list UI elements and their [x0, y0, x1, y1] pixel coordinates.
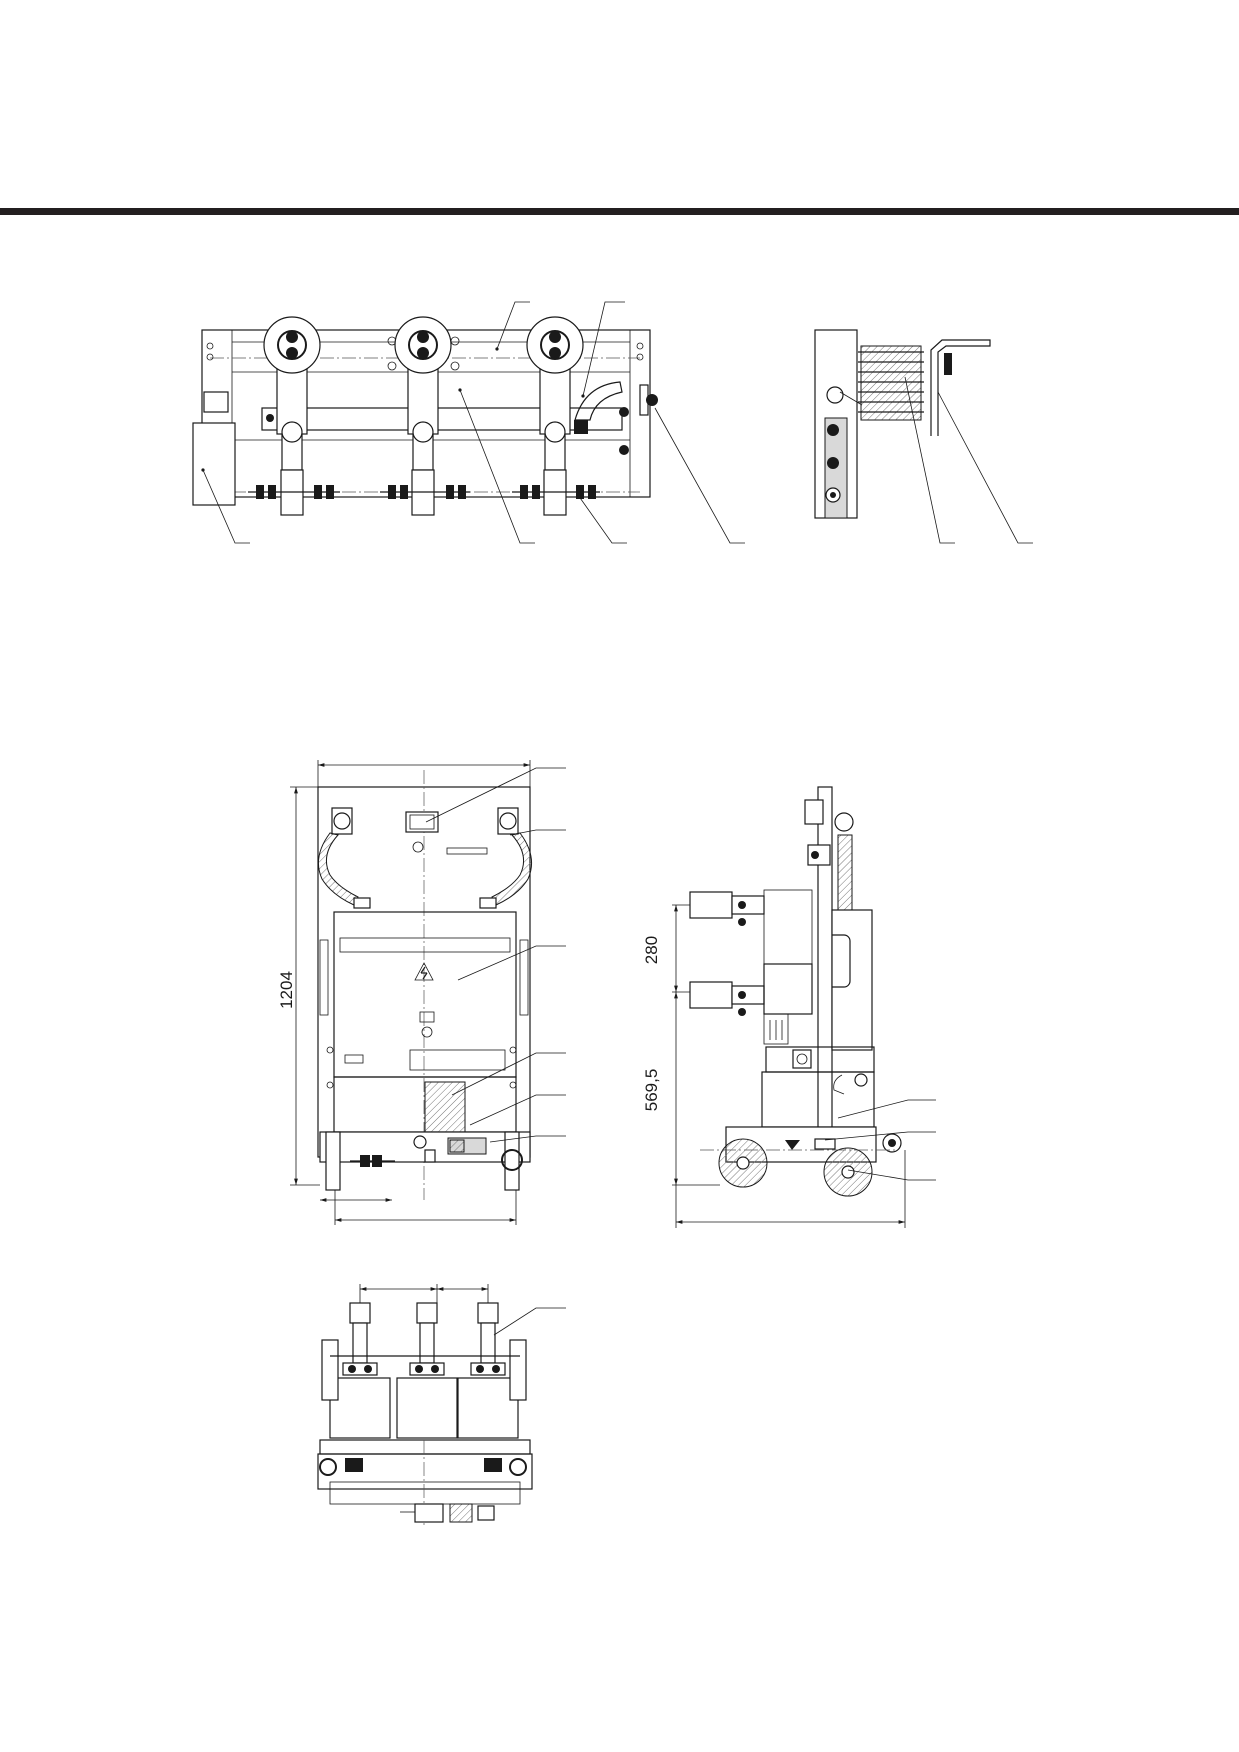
dimension-569-label: 569,5 [642, 1069, 661, 1112]
dimension-280-label: 280 [642, 936, 661, 964]
breaker-side-view: 280 569,5 [642, 786, 936, 1228]
shutter-frame-side-view [814, 329, 1033, 544]
shutter-frame-front-view [192, 301, 745, 544]
dimension-height-label: 1204 [277, 971, 296, 1009]
breaker-front-view: 1204 [277, 760, 566, 1225]
breaker-top-view [317, 1284, 566, 1525]
header-rule [0, 208, 1239, 215]
